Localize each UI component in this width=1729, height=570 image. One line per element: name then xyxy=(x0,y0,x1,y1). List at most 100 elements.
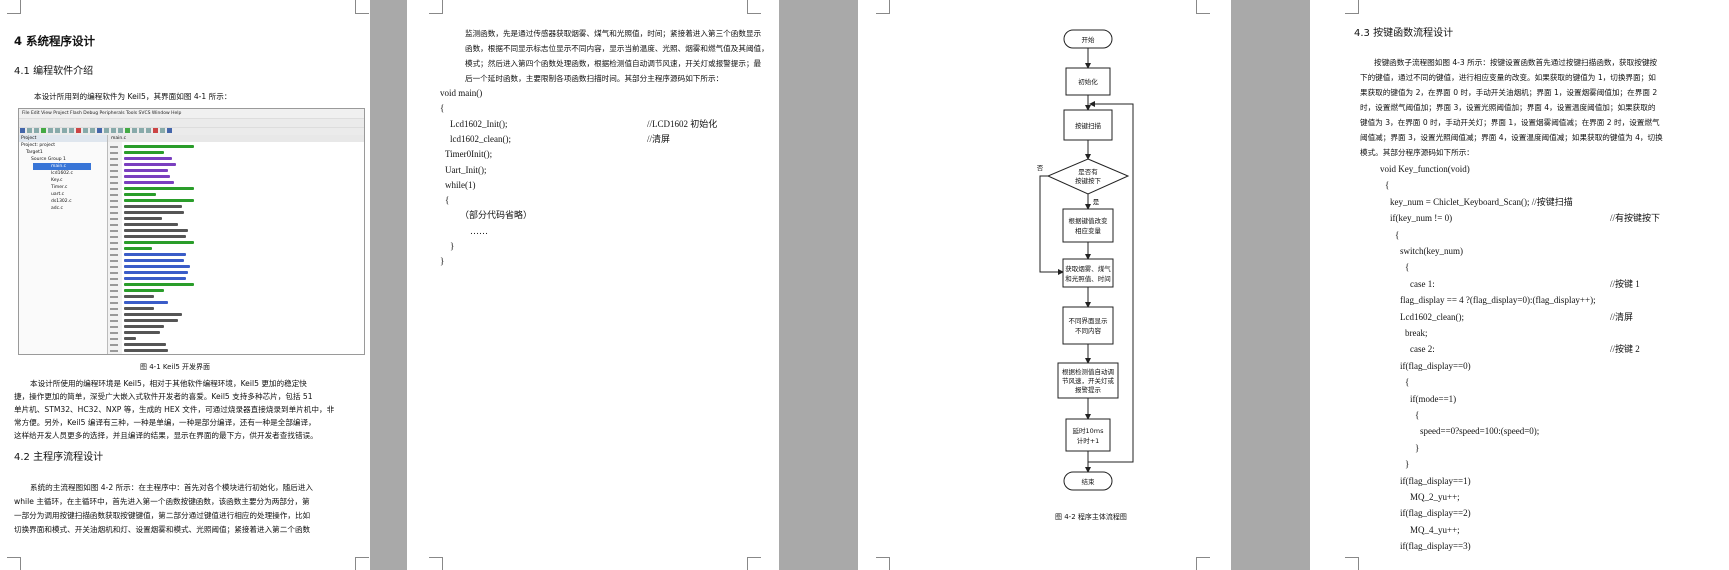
code-line-bar xyxy=(124,145,194,148)
code-line: void Key_function(void) xyxy=(1380,164,1470,174)
code-line: if(flag_display==0) xyxy=(1400,360,1471,371)
code-line: flag_display == 4 ?(flag_display=0):(fla… xyxy=(1400,295,1596,306)
code-line: if(flag_display==3) xyxy=(1400,541,1471,552)
end-terminal xyxy=(1063,471,1113,491)
line-number xyxy=(110,271,118,274)
code-line-bar xyxy=(124,169,168,172)
line-number xyxy=(110,151,118,154)
code-line-bar xyxy=(124,331,160,334)
auto-label: 节风速，开关灯或 xyxy=(1062,376,1115,385)
line-number xyxy=(110,253,118,256)
project-tree-node: main.c xyxy=(33,163,91,170)
code-line-bar xyxy=(124,271,188,274)
code-line: case 1: xyxy=(1410,278,1435,289)
ide-toolbar xyxy=(19,118,364,133)
line-number xyxy=(110,229,118,232)
code-line-bar xyxy=(124,301,168,304)
crop-mark xyxy=(1196,557,1210,570)
code-line-bar xyxy=(124,295,154,298)
read-box xyxy=(1062,258,1114,288)
display-label: 不同内容 xyxy=(1075,326,1102,335)
code-line: { xyxy=(1415,410,1420,420)
project-tree-node: lcd1602.c xyxy=(51,171,73,176)
code-line-bar xyxy=(124,313,182,316)
code-line-bar xyxy=(124,193,156,196)
line-number xyxy=(110,319,118,322)
line-number xyxy=(110,325,118,328)
code-comment: //清屏 xyxy=(1610,311,1634,322)
code-line: Lcd1602_clean(); xyxy=(1400,311,1464,322)
body-line: 监测函数，先是通过传感器获取烟雾、煤气和光照值，时间；紧接着进入第三个函数显示 xyxy=(465,29,762,38)
body-line: 阈值减；界面 3，设置光照阈值减；界面 4，设置温度阈值减；如果获取的键值为 4… xyxy=(1360,133,1663,142)
figure-caption-4-2: 图 4-2 程序主体流程图 xyxy=(1055,513,1127,521)
crop-mark xyxy=(1196,0,1210,14)
code-line-bar xyxy=(124,187,194,190)
flowchart-labels: 开始 初始化 按键扫描 是否有 按键按下 否 是 根据键值改变 相应变量 获取烟… xyxy=(1037,35,1115,486)
body-line: 下的键值，通过不同的键值，进行相应变量的改变。如果获取的键值为 1，切换界面；如 xyxy=(1360,73,1656,82)
code-line-bar xyxy=(124,277,186,280)
auto-label: 根据检测值自动调 xyxy=(1062,367,1114,376)
code-line: } xyxy=(440,256,445,267)
code-line-bar xyxy=(124,247,152,250)
code-line: speed==0?speed=100:(speed=0); xyxy=(1420,426,1540,437)
code-line: } xyxy=(1415,442,1420,453)
keil5-ide-screenshot: File Edit View Project Flash Debug Perip… xyxy=(18,108,365,355)
process-label: 根据键值改变 xyxy=(1069,216,1109,225)
code-line-bar xyxy=(124,253,186,256)
line-number xyxy=(110,175,118,178)
auto-box xyxy=(1057,362,1119,399)
code-line: Lcd1602_Init(); xyxy=(450,118,508,129)
code-line-bar xyxy=(124,229,188,232)
crop-mark xyxy=(429,0,443,14)
line-number xyxy=(110,247,118,250)
code-line-bar xyxy=(124,337,136,340)
line-number xyxy=(110,301,118,304)
body-line: 一部分为调用按键扫描函数获取按键键值，第二部分通过键值进行相应的处理操作，比如 xyxy=(14,511,311,520)
body-line: while 主循环，在主循环中，首先进入第一个函数按键函数，该函数主要分为两部分… xyxy=(14,497,310,506)
editor-tab: main.c xyxy=(108,135,364,142)
body-line: 捷，操作更加的简单，深受广大嵌入式软件开发者的喜爱。Keil5 支持多种芯片，包… xyxy=(14,392,313,401)
code-line: if(flag_display==1) xyxy=(1400,475,1471,486)
code-comment: //按键 1 xyxy=(1610,278,1640,289)
flowchart-connectors xyxy=(1039,48,1134,473)
section-heading-4-3: 4.3 按键函数流程设计 xyxy=(1354,28,1454,39)
body-line: 模式。其部分程序源码如下所示： xyxy=(1360,148,1474,157)
code-line-bar xyxy=(124,163,176,166)
code-line-bar xyxy=(124,265,190,268)
body-line: 果获取的键值为 2，在界面 0 时，手动开关油烟机；界面 1，设置烟雾阈值加；在… xyxy=(1360,88,1658,97)
code-line-bar xyxy=(124,211,184,214)
project-tree-node: ds1302.c xyxy=(51,199,72,204)
code-line: lcd1602_clean(); xyxy=(450,133,511,144)
document-page-1: 4 系统程序设计 4.1 编程软件介绍 本设计所用到的编程软件为 Keil5，其… xyxy=(0,0,370,570)
ide-editor: main.c xyxy=(108,135,364,354)
project-tree-node: adc.c xyxy=(51,206,63,211)
section-heading-4-1: 4.1 编程软件介绍 xyxy=(14,66,94,77)
code-line-bar xyxy=(124,349,168,352)
delay-label: 延时10ms xyxy=(1073,426,1105,435)
code-line-bar xyxy=(124,151,164,154)
project-tree-node: Source Group 1 xyxy=(31,157,66,162)
code-line-bar xyxy=(124,307,154,310)
section-heading-4-2: 4.2 主程序流程设计 xyxy=(14,452,104,463)
line-number xyxy=(110,343,118,346)
line-number xyxy=(110,307,118,310)
code-line: } xyxy=(1405,459,1410,470)
line-number xyxy=(110,265,118,268)
line-number xyxy=(110,217,118,220)
body-line: 模式；然后进入第四个函数处理函数，根据检测值自动调节风速，开关灯或报警提示；最 xyxy=(465,59,762,68)
line-number xyxy=(110,157,118,160)
code-line: break; xyxy=(1405,328,1428,338)
line-number xyxy=(110,223,118,226)
init-box xyxy=(1065,67,1111,96)
line-number xyxy=(110,313,118,316)
code-line: { xyxy=(1385,180,1390,191)
read-label: 获取烟雾、煤气 xyxy=(1065,264,1111,273)
line-number xyxy=(110,241,118,244)
start-label: 开始 xyxy=(1082,35,1096,44)
document-page-2: 监测函数，先是通过传感器获取烟雾、煤气和光照值，时间；紧接着进入第三个函数显示 … xyxy=(407,0,779,570)
code-comment: //按键 2 xyxy=(1610,344,1640,355)
code-line-bar xyxy=(124,259,184,262)
code-line-bar xyxy=(124,205,182,208)
body-line: 时，设置燃气阈值加；界面 3，设置光照阈值加；界面 4，设置温度阈值加；如果获取… xyxy=(1360,103,1656,112)
line-number xyxy=(110,259,118,262)
